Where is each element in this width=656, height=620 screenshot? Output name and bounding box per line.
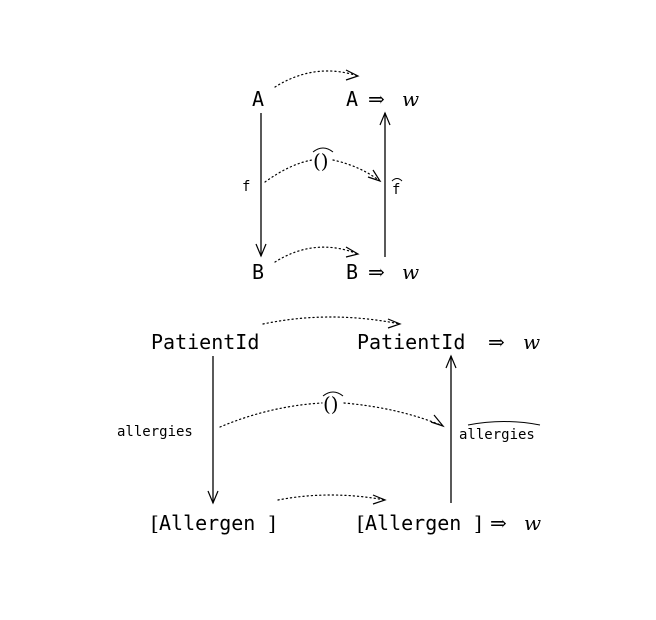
svg-text:allergies: allergies bbox=[459, 427, 535, 443]
label-paren-top: () bbox=[312, 147, 334, 173]
svg-text:B: B bbox=[346, 260, 358, 284]
node-a-fn: A ⇒ w bbox=[346, 87, 419, 111]
svg-text:(): () bbox=[323, 392, 339, 416]
node-b: B bbox=[252, 260, 264, 284]
label-f-hat: f bbox=[391, 178, 403, 198]
svg-text:(): () bbox=[313, 149, 329, 173]
svg-text:w: w bbox=[523, 330, 540, 354]
dotted-arrow-bottom bbox=[274, 246, 360, 263]
dotted-arrow-bottom-top bbox=[262, 316, 402, 329]
node-a: A bbox=[252, 87, 264, 111]
svg-text:⇒: ⇒ bbox=[368, 260, 385, 284]
label-allergies-hat: allergies bbox=[459, 421, 541, 443]
svg-text:[: [ bbox=[357, 511, 365, 535]
arrow-allergies-hat bbox=[445, 354, 457, 503]
svg-text:Allergen: Allergen bbox=[159, 511, 255, 535]
svg-text:]: ] bbox=[474, 511, 482, 535]
label-f: f bbox=[242, 179, 250, 195]
svg-text:⇒: ⇒ bbox=[488, 330, 505, 354]
node-patient: PatientId bbox=[151, 330, 259, 354]
label-paren-bottom: () bbox=[322, 391, 344, 416]
bottom-diagram: PatientId PatientId ⇒ w [ Allergen ] [ A… bbox=[117, 316, 541, 535]
svg-text:f: f bbox=[392, 182, 400, 198]
svg-text:PatientId: PatientId bbox=[357, 330, 465, 354]
dotted-arrow-middle bbox=[264, 159, 382, 183]
node-b-fn: B ⇒ w bbox=[346, 260, 419, 284]
svg-text:⇒: ⇒ bbox=[490, 511, 507, 535]
svg-text:w: w bbox=[402, 260, 419, 284]
svg-text:Allergen: Allergen bbox=[365, 511, 461, 535]
dotted-arrow-bottom-bottom bbox=[277, 494, 387, 505]
node-allergen-list-fn: [ Allergen ] ⇒ w bbox=[357, 511, 541, 535]
arrow-f bbox=[255, 113, 267, 258]
arrow-allergies bbox=[207, 356, 219, 505]
node-allergen-list: [ Allergen ] bbox=[151, 511, 276, 535]
top-diagram: A A ⇒ w B B ⇒ w f f bbox=[242, 69, 419, 284]
svg-text:A: A bbox=[346, 87, 358, 111]
svg-text:w: w bbox=[524, 511, 541, 535]
dotted-arrow-top bbox=[274, 69, 360, 88]
label-allergies: allergies bbox=[117, 424, 193, 440]
dotted-arrow-bottom-middle bbox=[219, 402, 445, 428]
svg-text:[: [ bbox=[151, 511, 159, 535]
node-patient-fn: PatientId ⇒ w bbox=[357, 330, 540, 354]
svg-text:]: ] bbox=[268, 511, 276, 535]
arrow-f-hat bbox=[379, 111, 391, 257]
svg-text:w: w bbox=[402, 87, 419, 111]
svg-text:⇒: ⇒ bbox=[368, 87, 385, 111]
